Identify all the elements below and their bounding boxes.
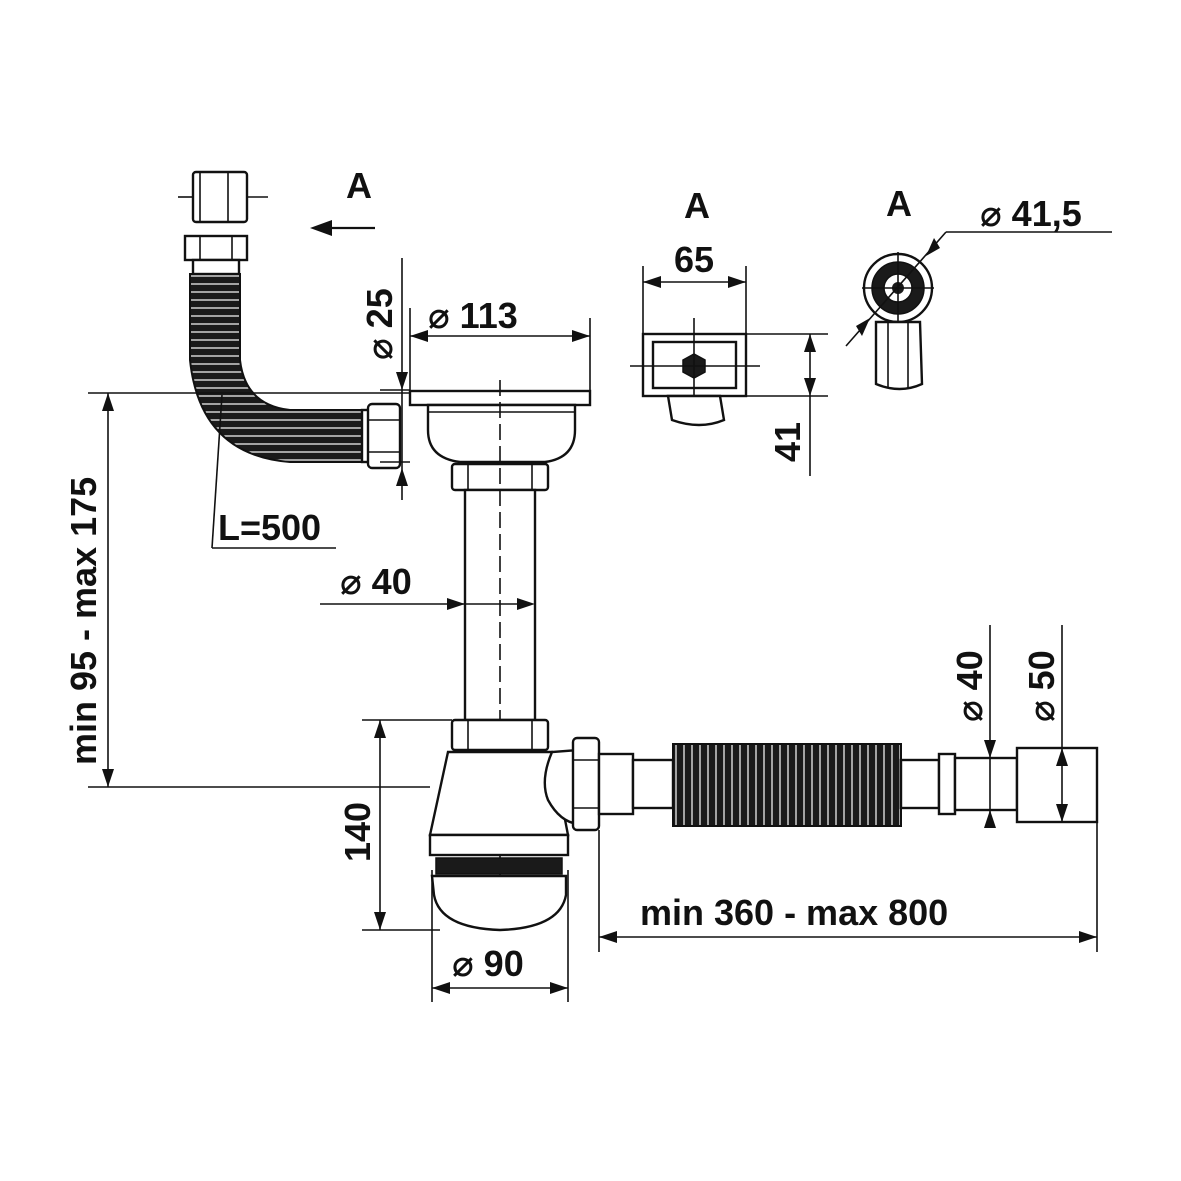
trap-outlet-nut bbox=[571, 736, 601, 832]
width-65-label: 65 bbox=[674, 239, 714, 280]
outlet-coupling bbox=[597, 752, 635, 816]
view-a-round-label: A bbox=[886, 183, 912, 224]
height-41-label: 41 bbox=[767, 422, 808, 462]
height-140-label: 140 bbox=[337, 802, 378, 862]
outlet-collar bbox=[937, 752, 957, 816]
diameter-25-label: ⌀ 25 bbox=[359, 288, 400, 360]
strainer-basket bbox=[426, 403, 577, 464]
outlet-hose bbox=[597, 743, 1099, 827]
hose-length-leader bbox=[211, 394, 223, 549]
trap-cup-grip bbox=[435, 857, 563, 875]
outlet-end-50 bbox=[1015, 746, 1099, 824]
trap-cup-rim bbox=[428, 833, 570, 857]
overflow-connector bbox=[191, 170, 249, 224]
hose-length-label: L=500 bbox=[218, 507, 321, 548]
overflow-side-nut bbox=[366, 402, 402, 470]
overflow-nut bbox=[183, 234, 249, 262]
diameter-50-outlet-label: ⌀ 50 bbox=[1021, 650, 1062, 722]
height-range-label: min 95 - max 175 bbox=[63, 477, 104, 765]
trap-top-nut bbox=[450, 718, 550, 752]
view-a-rectangular: A 65 41 bbox=[630, 185, 828, 476]
length-range-label: min 360 - max 800 bbox=[640, 892, 948, 933]
diameter-90-label: ⌀ 90 bbox=[452, 943, 524, 984]
view-a-top-label: A bbox=[684, 185, 710, 226]
view-a-rect-tab bbox=[666, 394, 726, 427]
trap-cup bbox=[430, 874, 568, 932]
view-a-round-neck bbox=[874, 320, 924, 391]
diameter-40-pipe-label: ⌀ 40 bbox=[340, 561, 412, 602]
outlet-tube-left bbox=[631, 758, 675, 810]
outlet-tube-right bbox=[899, 758, 941, 810]
view-a-round: A ⌀ 41,5 bbox=[845, 183, 1112, 391]
outlet-reducer-40 bbox=[953, 756, 1019, 812]
overflow-assembly bbox=[178, 170, 402, 470]
diameter-41-5-label: ⌀ 41,5 bbox=[980, 193, 1082, 234]
outlet-corrugated-hose bbox=[672, 743, 902, 827]
overflow-collar bbox=[191, 258, 241, 276]
overflow-corrugated-hose bbox=[189, 273, 363, 463]
bottle-trap bbox=[428, 718, 601, 932]
diameter-113-label: ⌀ 113 bbox=[428, 295, 518, 336]
diameter-40-outlet-label: ⌀ 40 bbox=[949, 650, 990, 722]
view-a-arrow-label: A bbox=[346, 165, 372, 206]
view-a-arrowhead bbox=[310, 220, 332, 236]
